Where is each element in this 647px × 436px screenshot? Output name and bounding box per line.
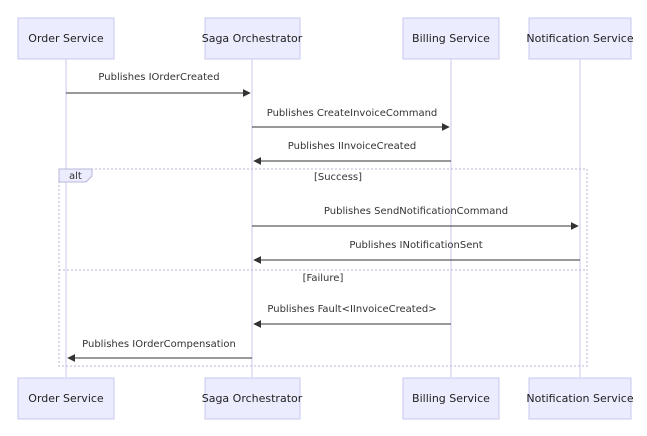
participants-top: Order Service Saga Orchestrator Billing … [17,17,634,60]
actor-order-service-top-label: Order Service [28,32,104,45]
actor-notification-service-bottom-label: Notification Service [526,392,633,405]
actor-notification-service-top [528,17,632,60]
message-label: Publishes IOrderCompensation [82,339,236,350]
alt-frame-border [58,168,588,367]
message-label: Publishes CreateInvoiceCommand [267,108,438,119]
actor-order-service-bottom [17,377,115,420]
alt-section-success-condition: [Success] [314,172,362,183]
alt-frame-tab [58,168,93,183]
messages: Publishes IOrderCreated Publishes Create… [66,72,580,362]
actor-billing-service-bottom-label: Billing Service [412,392,490,405]
alt-frame-keyword: alt [69,171,82,182]
actor-billing-service-top-label: Billing Service [412,32,490,45]
message-label: Publishes INotificationSent [349,240,482,251]
message-label: Publishes SendNotificationCommand [324,206,508,217]
actor-saga-orchestrator-bottom-label: Saga Orchestrator [202,392,303,405]
message-label: Publishes IOrderCreated [98,72,219,83]
participants-bottom: Order Service Saga Orchestrator Billing … [17,377,634,420]
actor-notification-service-top-label: Notification Service [526,32,633,45]
actor-saga-orchestrator-top-label: Saga Orchestrator [202,32,303,45]
actor-billing-service-top [402,17,500,60]
actor-order-service-bottom-label: Order Service [28,392,104,405]
actor-billing-service-bottom [402,377,500,420]
actor-saga-orchestrator-top [204,17,301,60]
alt-section-failure-condition: [Failure] [303,273,344,284]
actor-order-service-top [17,17,115,60]
actor-notification-service-bottom [528,377,632,420]
actor-saga-orchestrator-bottom [204,377,301,420]
message-label: Publishes IInvoiceCreated [288,141,416,152]
alt-frame: alt [Success] [Failure] [58,168,588,367]
message-label: Publishes Fault<IInvoiceCreated> [267,304,436,315]
lifelines [65,59,581,377]
